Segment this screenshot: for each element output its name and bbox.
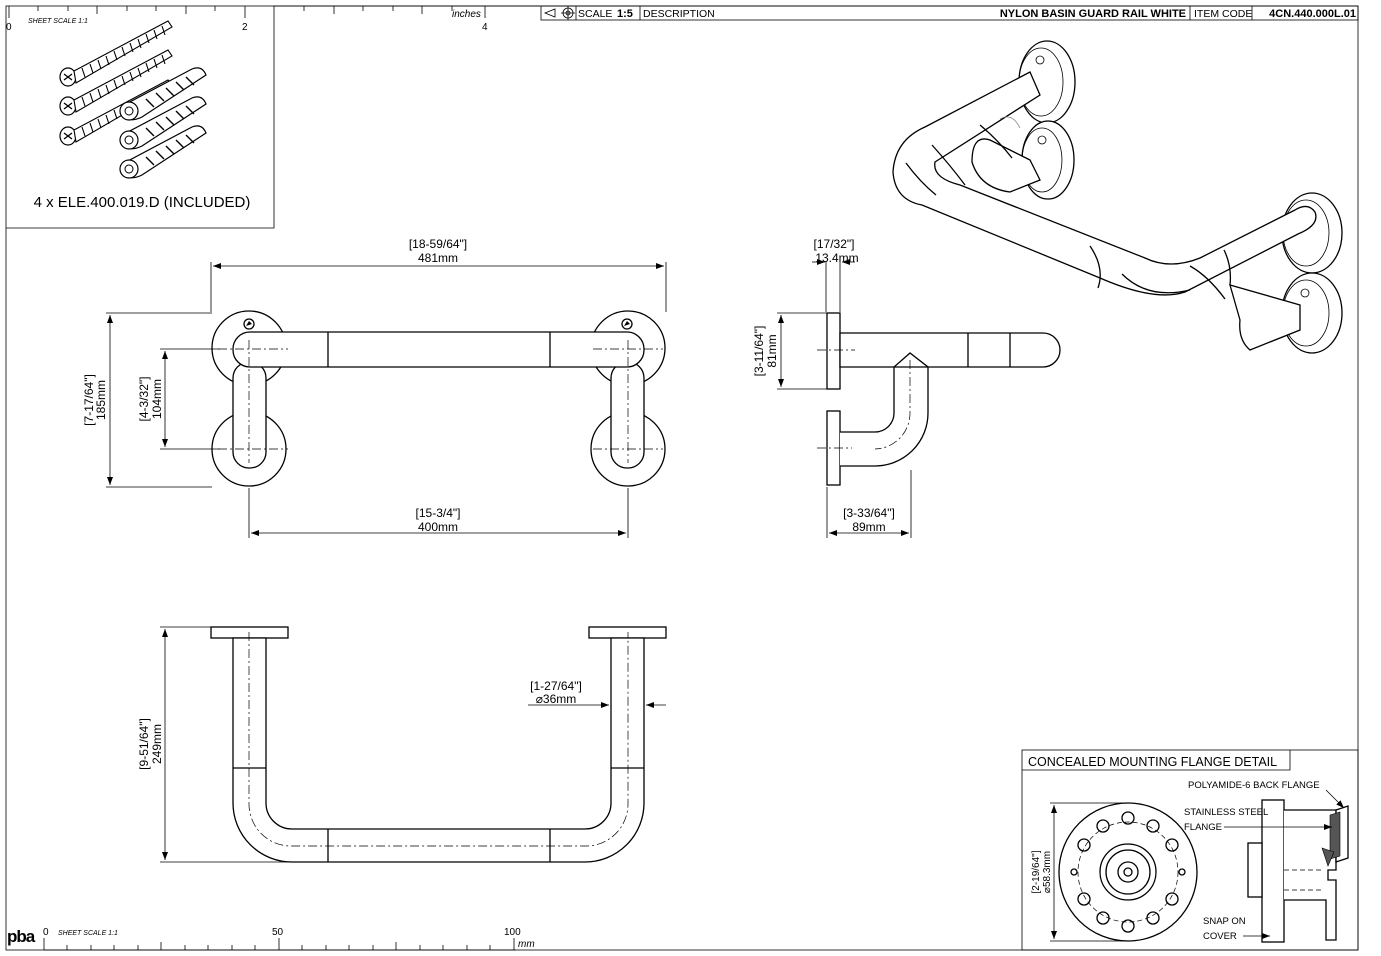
fixings-caption: 4 x ELE.400.019.D (INCLUDED) (34, 194, 251, 211)
dim-rail-offset-in: [4-3/32"] (137, 377, 151, 422)
dim-centers-in: [15-3/4"] (416, 506, 461, 520)
label-steel-flange-line1: STAINLESS STEEL (1184, 807, 1268, 818)
dim-tube-diameter-in: [1-27/64"] (530, 679, 582, 693)
screw-1-icon (59, 20, 173, 87)
description-label: DESCRIPTION (643, 8, 715, 20)
dim-rail-offset-mm: 104mm (150, 379, 164, 419)
projection-symbol-icon (543, 6, 575, 20)
dim-overall-width-mm: 481mm (418, 251, 458, 265)
dim-overall-width-in: [18-59/64"] (409, 237, 467, 251)
dim-overall-height-in: [7-17/64"] (82, 374, 96, 426)
dim-depth-in: [9-51/64"] (137, 718, 151, 770)
label-back-flange: POLYAMIDE-6 BACK FLANGE (1188, 780, 1320, 791)
product-description: NYLON BASIN GUARD RAIL WHITE (1000, 8, 1186, 20)
item-code-label: ITEM CODE (1194, 8, 1252, 20)
flange-detail-title: CONCEALED MOUNTING FLANGE DETAIL (1028, 755, 1277, 769)
bottom-mm-ruler: 0 50 100 SHEET SCALE 1:1 mm (43, 927, 535, 951)
flange-face-view: [2-19/64"] ⌀58.3mm (1031, 802, 1198, 942)
side-view: [17/32"] 13.4mm [3-11/64"] 81mm [3-33/64… (752, 237, 1061, 538)
dim-tube-diameter-mm: ⌀36mm (536, 692, 577, 706)
inch-scale-label: SHEET SCALE 1:1 (28, 18, 88, 25)
mm-scale-label: SHEET SCALE 1:1 (58, 930, 118, 937)
dim-overall-height-mm: 185mm (94, 380, 108, 420)
dim-flange-thickness-mm: 13.4mm (815, 251, 858, 265)
label-steel-flange-line2: FLANGE (1184, 822, 1222, 833)
inch-tick-2: 2 (242, 22, 248, 33)
inch-tick-4: 4 (482, 22, 488, 33)
label-cover-line1: SNAP ON (1203, 916, 1246, 927)
mm-unit-label: mm (518, 939, 535, 950)
inch-tick-0: 0 (6, 22, 12, 33)
company-logo: pba (7, 927, 36, 946)
scale-label: SCALE (578, 8, 612, 20)
plan-view: [9-51/64"] 249mm [1-27/64"] ⌀36mm (137, 626, 667, 863)
scale-value: 1:5 (617, 8, 633, 20)
isometric-view (892, 40, 1343, 354)
label-cover-line2: COVER (1203, 931, 1237, 942)
front-view: [18-59/64"] 481mm [15-3/4"] 400mm [7-17/… (82, 237, 667, 538)
dim-flange-thickness-in: [17/32"] (814, 237, 855, 251)
flange-section-view (1247, 799, 1349, 943)
item-code: 4CN.440.000L.01 (1269, 8, 1356, 20)
dim-centers-mm: 400mm (418, 520, 458, 534)
mm-tick-100: 100 (504, 927, 521, 938)
dim-projection-mm: 89mm (852, 520, 885, 534)
dim-flange-height-in: [3-11/64"] (752, 326, 766, 377)
dim-projection-in: [3-33/64"] (843, 506, 895, 520)
dim-flange-diameter-in: [2-19/64"] (1031, 850, 1042, 893)
dim-flange-height-mm: 81mm (765, 334, 779, 367)
fixings-illustration: 4 x ELE.400.019.D (INCLUDED) (34, 20, 251, 211)
inch-unit-label: inches (452, 9, 481, 20)
flange-detail-panel: CONCEALED MOUNTING FLANGE DETAIL [2-19/6… (1021, 749, 1359, 951)
mm-tick-0: 0 (43, 927, 49, 938)
dim-depth-mm: 249mm (150, 724, 164, 764)
dim-flange-diameter-mm: ⌀58.3mm (1042, 851, 1053, 893)
top-inch-ruler: SHEET SCALE 1:1 0 2 4 inches (6, 5, 540, 33)
mm-tick-50: 50 (272, 927, 284, 938)
title-block: SCALE 1:5 DESCRIPTION NYLON BASIN GUARD … (540, 5, 1359, 21)
